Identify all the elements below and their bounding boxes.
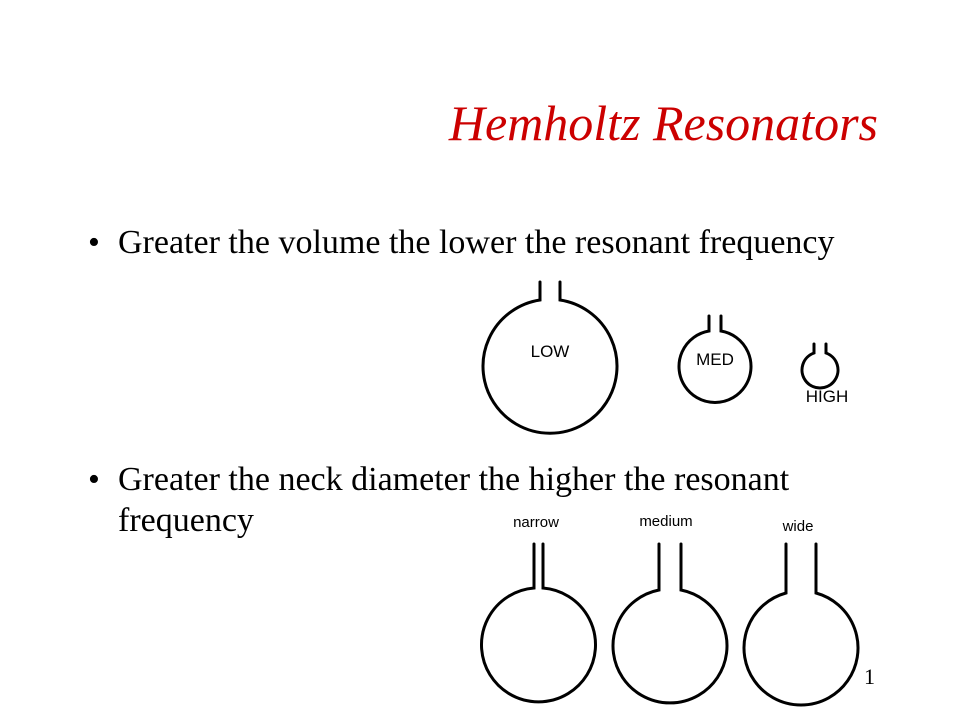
label-medium: medium bbox=[639, 513, 692, 530]
label-med: MED bbox=[696, 350, 734, 369]
page-number: 1 bbox=[864, 664, 875, 689]
label-low: LOW bbox=[531, 342, 570, 361]
label-wide: wide bbox=[782, 518, 814, 535]
resonator-medium bbox=[611, 542, 729, 705]
resonator-wide bbox=[742, 542, 860, 707]
bullet-volume: • Greater the volume the lower the reson… bbox=[88, 222, 868, 263]
resonator-narrow bbox=[480, 542, 597, 704]
bullet-dot: • bbox=[88, 461, 100, 498]
slide-title: Hemholtz Resonators bbox=[448, 95, 878, 151]
bullet-neck: • Greater the neck diameter the higher t… bbox=[88, 459, 868, 541]
resonator-med bbox=[677, 314, 753, 404]
bullet-volume-text: Greater the volume the lower the resonan… bbox=[118, 224, 835, 261]
volume-resonators-diagram: LOW MED HIGH bbox=[481, 280, 849, 435]
label-high: HIGH bbox=[806, 387, 849, 406]
resonator-high bbox=[800, 342, 840, 390]
neck-resonators-diagram: narrow medium wide bbox=[480, 513, 860, 707]
resonator-low bbox=[481, 280, 619, 435]
label-narrow: narrow bbox=[513, 514, 559, 531]
bullet-neck-text: Greater the neck diameter the higher the… bbox=[118, 461, 790, 539]
bullet-dot: • bbox=[88, 224, 100, 261]
